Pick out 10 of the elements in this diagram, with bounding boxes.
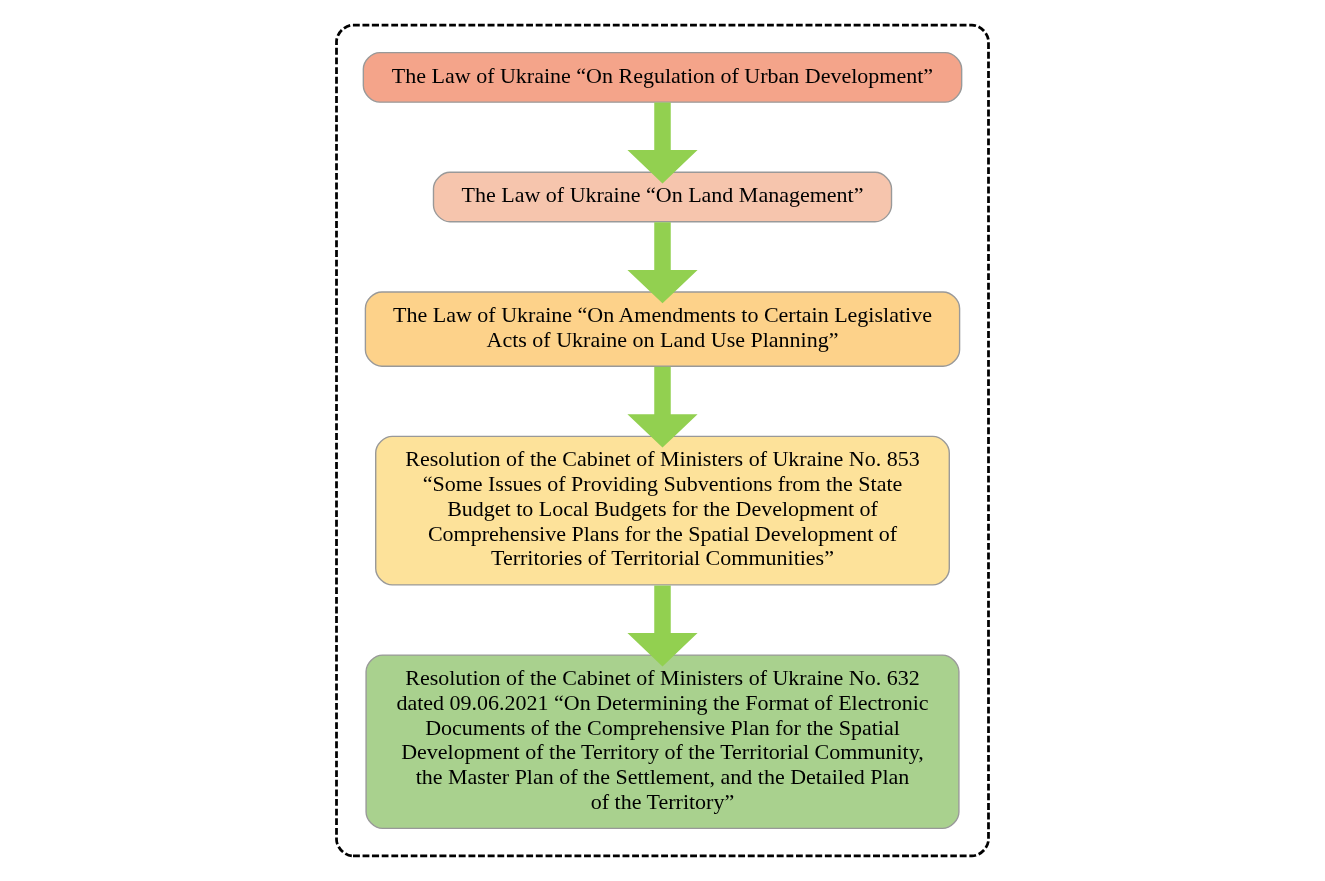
node-box: The Law of Ukraine “On Amendments to Certain Legislative Acts of Ukraine on Land Use Planning” <box>364 291 961 367</box>
node-box: Resolution of the Cabinet of Ministers of Ukraine No. 853 “Some Issues of Providing Subventions from the State Budget to Local Budgets for the Development of Comprehensive Plans for the Spatial Development of Territories of Territorial Communities” <box>375 435 950 586</box>
node-box: The Law of Ukraine “On Land Management” <box>432 171 893 223</box>
node-box: The Law of Ukraine “On Regulation of Urban Development” <box>362 51 963 103</box>
arrow <box>627 102 698 184</box>
arrow <box>627 222 698 304</box>
node-box: Resolution of the Cabinet of Ministers of Ukraine No. 632 dated 09.06.2021 “On Determining the Format of Electronic Documents of the Comprehensive Plan for the Spatial Development of the Territory of the Territorial Community, the Master Plan of the Settlement, and the Detailed Plan of the Territory” <box>365 654 960 830</box>
arrow <box>627 366 698 448</box>
arrow <box>627 585 698 667</box>
cluster <box>335 23 990 858</box>
